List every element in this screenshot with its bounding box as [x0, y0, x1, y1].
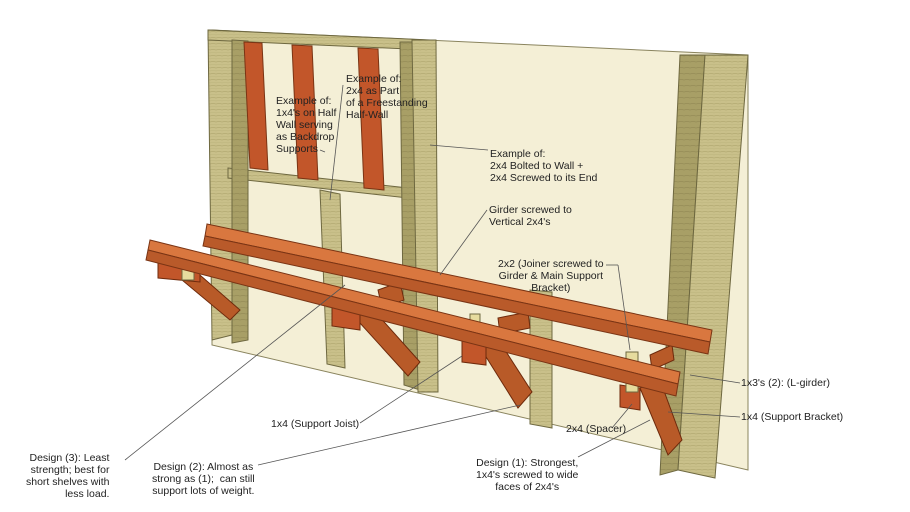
- annotation-joiner: 2x2 (Joiner screwed to Girder & Main Sup…: [498, 258, 604, 294]
- rear-girder: [202, 223, 713, 355]
- backdrop-supports: [243, 41, 385, 191]
- annotation-spacer: 2x4 (Spacer): [566, 423, 627, 435]
- annotation-girder: Girder screwed to Vertical 2x4's: [489, 204, 572, 228]
- vertical-studs: [319, 39, 749, 479]
- leader-lines: [124, 84, 741, 466]
- annotation-half-wall: Example of: 1x4's on Half Wall serving a…: [276, 95, 337, 155]
- annotation-support-joist: 1x4 (Support Joist): [271, 418, 360, 430]
- annotation-freestanding: Example of: 2x4 as Part of a Freestandin…: [346, 73, 428, 121]
- annotation-bolted: Example of: 2x4 Bolted to Wall + 2x4 Scr…: [490, 148, 598, 184]
- annotation-design-3: Design (3): Least strength; best for sho…: [26, 452, 110, 500]
- annotation-design-2: Design (2): Almost as strong as (1); can…: [152, 461, 255, 497]
- annotation-l-girder: 1x3's (2): (L-girder): [741, 377, 830, 389]
- annotation-design-1: Design (1): Strongest, 1x4's screwed to …: [476, 457, 579, 493]
- front-l-girder: [145, 239, 681, 397]
- annotation-support-bracket: 1x4 (Support Bracket): [741, 411, 844, 423]
